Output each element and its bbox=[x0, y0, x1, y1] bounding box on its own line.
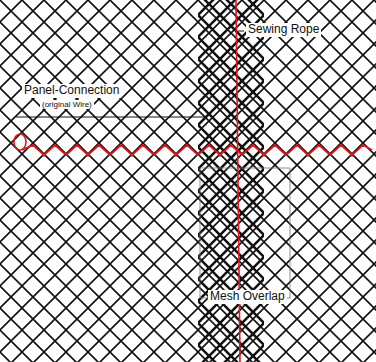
part-label: Sewing Rope bbox=[246, 23, 321, 37]
part-label: Mesh Overlap bbox=[208, 290, 287, 304]
leader-line bbox=[238, 31, 244, 32]
mesh-overlap bbox=[198, 0, 264, 362]
sewing-rope bbox=[236, 0, 240, 362]
wire-loop bbox=[14, 134, 26, 150]
part-note: (original Wire) bbox=[40, 100, 94, 109]
part-label: Panel-Connection bbox=[22, 84, 121, 98]
wire-knots bbox=[42, 153, 354, 157]
overlap-frame bbox=[200, 168, 290, 298]
connection-wire bbox=[22, 145, 372, 155]
leader-line bbox=[16, 117, 206, 118]
